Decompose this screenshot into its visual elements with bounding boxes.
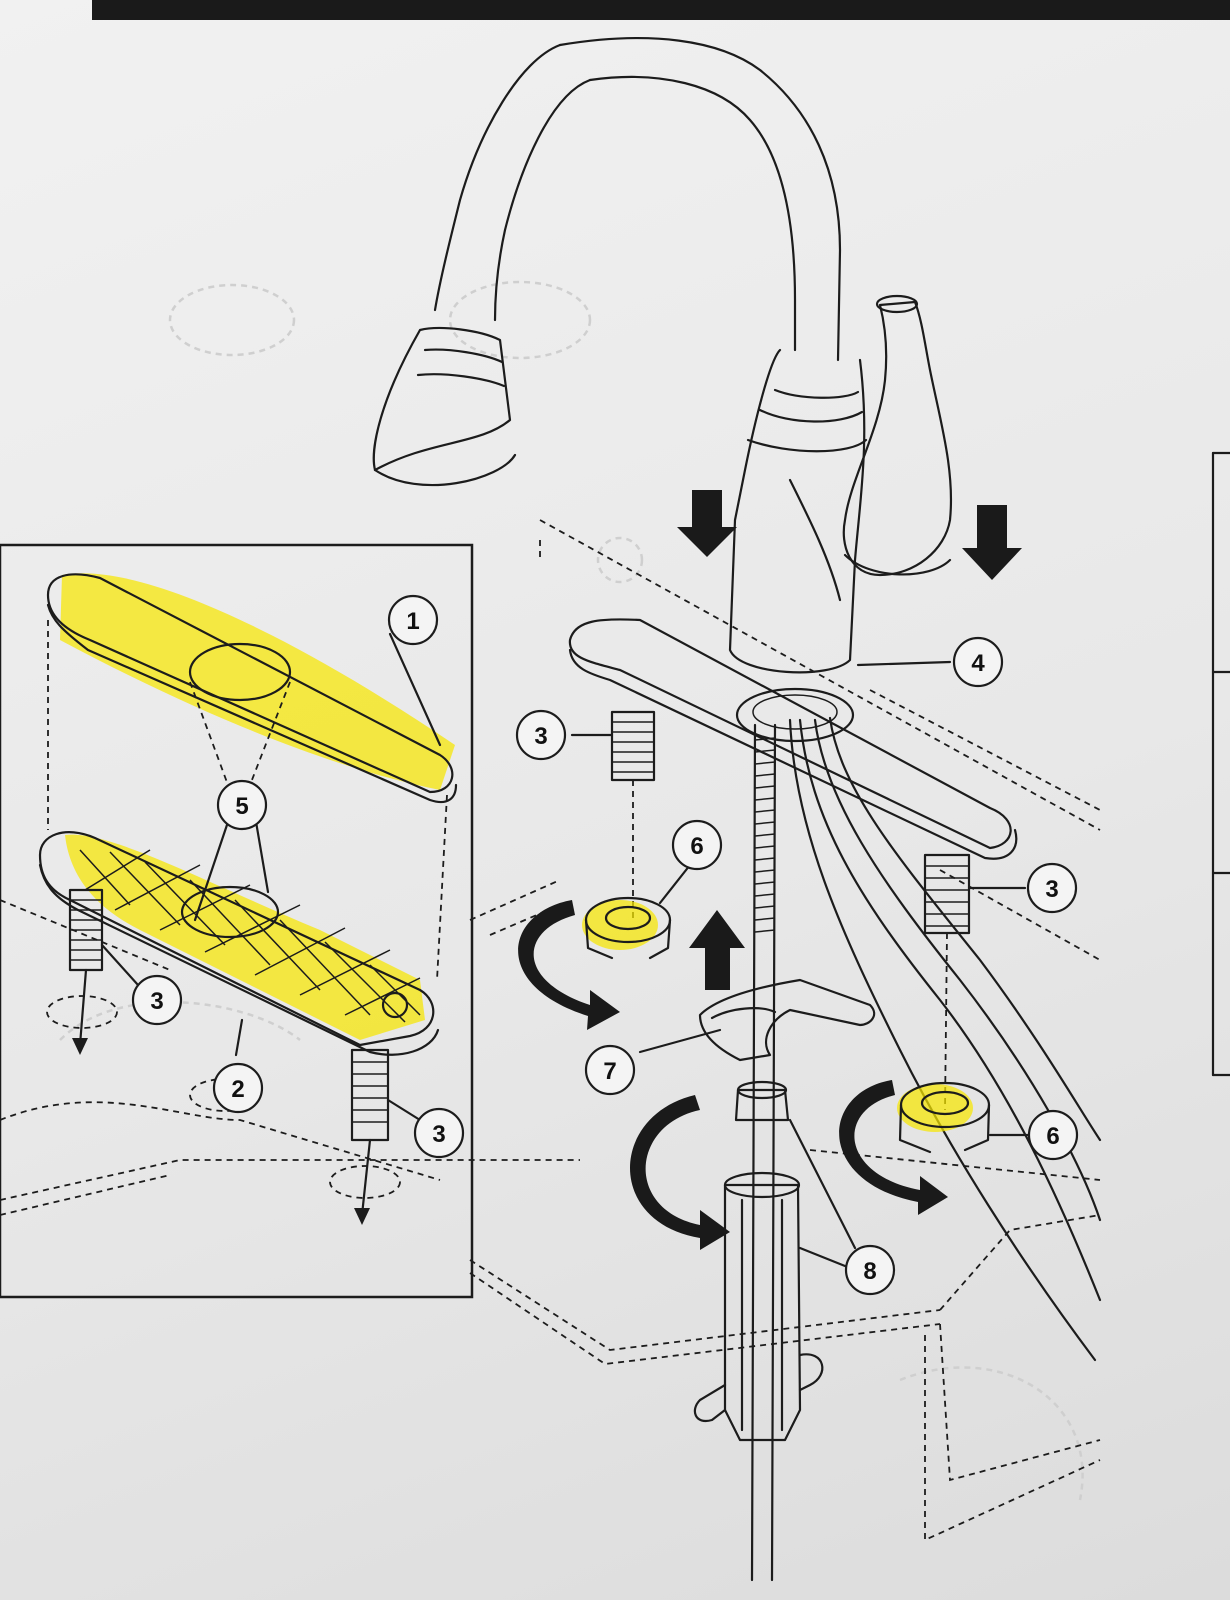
callout-1-label: 1: [406, 608, 419, 635]
bleed-through-shapes: [59, 280, 1084, 1501]
callout-3-inset-left: 3: [131, 974, 183, 1026]
main-stud-left: [610, 710, 656, 920]
main-stud-right: [923, 853, 971, 1111]
callout-6-label: 6: [1046, 1123, 1059, 1150]
callout-3-main-right: 3: [1026, 862, 1078, 914]
gasket: [38, 831, 440, 1056]
callout-7-label: 7: [603, 1058, 616, 1085]
callout-6-left: 6: [671, 819, 723, 871]
escutcheon-plate: [46, 573, 458, 981]
rotate-arrow-icon: [630, 1095, 730, 1250]
inset-stud-right: [329, 1048, 401, 1225]
retaining-bracket: [698, 978, 876, 1062]
callout-3-label: 3: [432, 1121, 445, 1148]
mounting-nut-and-tool: [693, 1080, 824, 1442]
callout-1: 1: [387, 594, 439, 646]
inset-stud-left: [46, 888, 118, 1055]
callout-4-label: 4: [971, 650, 985, 677]
mounting-nut-right: [897, 1081, 991, 1154]
callout-5: 5: [216, 779, 268, 831]
callout-6-right: 6: [1027, 1109, 1079, 1161]
countertop-outline: [0, 519, 1101, 1542]
down-arrow-icon: [677, 490, 737, 557]
callout-3-label: 3: [534, 723, 547, 750]
rotate-arrow-icon: [839, 1080, 948, 1215]
up-arrow-icon: [689, 910, 745, 990]
callout-6-label: 6: [690, 833, 703, 860]
callout-3-label: 3: [1045, 876, 1058, 903]
callout-5-label: 5: [235, 793, 248, 820]
faucet-body: [372, 37, 1102, 1582]
callout-3-main-left: 3: [515, 709, 567, 761]
table-edge: [1211, 451, 1230, 1077]
callout-7: 7: [584, 1044, 636, 1096]
callout-2: 2: [212, 1062, 264, 1114]
callout-3-label: 3: [150, 988, 163, 1015]
callout-4: 4: [952, 636, 1004, 688]
callout-8: 8: [844, 1244, 896, 1296]
header-bar: [92, 0, 1230, 20]
mounting-nut-left: [582, 896, 672, 960]
rotate-arrow-icon: [518, 900, 620, 1030]
callout-8-label: 8: [863, 1258, 876, 1285]
exploded-inset-panel: [0, 543, 474, 1299]
callout-3-inset-right: 3: [413, 1107, 465, 1159]
down-arrow-icon: [962, 505, 1022, 580]
callout-2-label: 2: [231, 1076, 244, 1103]
